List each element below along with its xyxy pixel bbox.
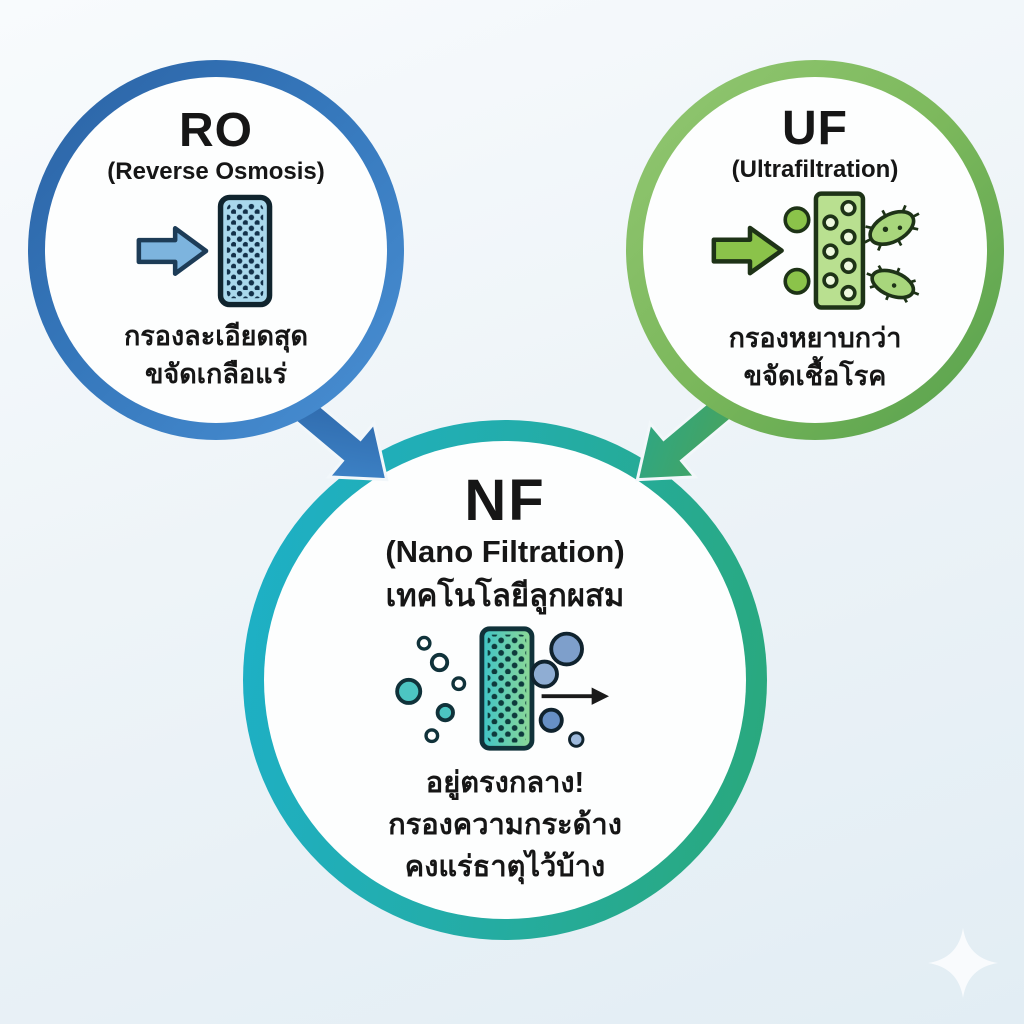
fine-membrane-filter-icon [126,192,306,310]
nf-abbr-title: NF [464,468,546,534]
uf-description: กรองหยาบกว่า ขจัดเชื้อโรค [729,320,902,396]
ro-desc-line1: กรองละเอียดสุด [123,321,309,352]
ro-to-nf-arrow [285,390,389,482]
nf-description: อยู่ตรงกลาง! กรองความกระด้าง คงแร่ธาตุไว… [388,762,622,888]
uf-desc-line2: ขจัดเชื้อโรค [743,361,887,392]
sparkle-icon [928,928,998,998]
nf-desc-line1: อยู่ตรงกลาง! [425,766,585,799]
coarse-membrane-bacteria-icon [703,190,928,312]
uf-node: UF (Ultrafiltration) [626,60,1004,440]
nf-full-name: (Nano Filtration) [385,534,625,570]
nf-desc-line3: คงแร่ธาตุไว้บ้าง [404,850,606,883]
uf-abbr-title: UF [782,102,848,155]
uf-full-name: (Ultrafiltration) [731,156,899,184]
ro-node: RO (Reverse Osmosis) กรองละเอียดสุด [28,60,404,440]
ro-description: กรองละเอียดสุด ขจัดเกลือแร่ [124,318,308,394]
ro-abbr-title: RO [179,104,253,157]
uf-desc-line1: กรองหยาบกว่า [728,323,902,354]
nf-node: NF (Nano Filtration) เทคโนโลยีลูกผสม [243,420,767,940]
hybrid-membrane-filter-icon [385,624,625,754]
ro-full-name: (Reverse Osmosis) [107,158,325,186]
nf-desc-line2: กรองความกระด้าง [388,808,622,841]
ro-desc-line2: ขจัดเกลือแร่ [144,359,288,390]
nf-subtitle: เทคโนโลยีลูกผสม [385,578,625,614]
